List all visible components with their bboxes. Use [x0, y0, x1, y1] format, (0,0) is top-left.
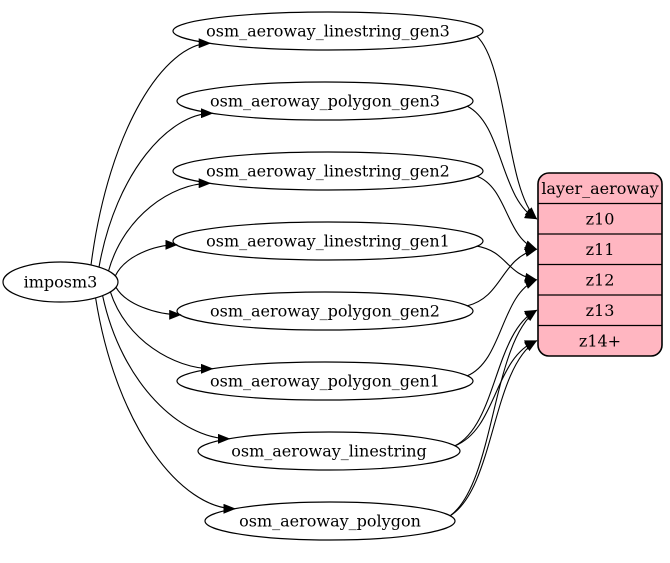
edge-osm_aeroway_linestring_gen3-to-layer-z10: [476, 35, 538, 220]
node-label: osm_aeroway_linestring_gen3: [206, 22, 450, 41]
node-ellipse: [2, 261, 119, 303]
layer-row-z11: z11: [586, 240, 615, 259]
layer-row-z13: z13: [586, 301, 615, 320]
edge-osm_aeroway_polygon_gen3-to-layer-z10: [466, 105, 538, 220]
edge-osm_aeroway_polygon-to-layer-z13: [449, 309, 538, 517]
edges-layer: [90, 35, 538, 517]
node-ellipse: [176, 361, 474, 401]
edge-imposm3-to-osm_aeroway_polygon_gen3: [98, 108, 214, 268]
node-ellipse: [172, 151, 484, 191]
edge-imposm3-to-osm_aeroway_linestring_gen1: [114, 239, 178, 277]
edge-imposm3-to-osm_aeroway_polygon_gen1: [109, 291, 214, 374]
node-ellipse: [176, 81, 474, 121]
table-node-osm_aeroway_polygon_gen1: osm_aeroway_polygon_gen1: [176, 361, 474, 401]
node-label: osm_aeroway_linestring_gen1: [206, 232, 450, 251]
node-ellipse: [197, 431, 461, 471]
edge-osm_aeroway_linestring_gen2-to-layer-z11: [476, 175, 538, 250]
node-label: osm_aeroway_linestring: [231, 442, 427, 461]
table-node-osm_aeroway_polygon: osm_aeroway_polygon: [204, 501, 456, 541]
edge-imposm3-to-osm_aeroway_polygon_gen2: [115, 287, 182, 320]
edge-imposm3-to-osm_aeroway_linestring_gen2: [107, 178, 212, 272]
table-node-osm_aeroway_linestring_gen3: osm_aeroway_linestring_gen3: [172, 11, 484, 51]
nodes-layer: imposm3 osm_aeroway_linestring_gen3 osm_ae…: [2, 11, 663, 541]
edge-osm_aeroway_polygon_gen2-to-layer-z11: [466, 247, 538, 307]
edge-osm_aeroway_polygon-to-layer-z14plus: [449, 340, 538, 517]
layer-table-node: layer_aeroway z10 z11 z12 z13 z14+: [537, 172, 663, 357]
node-ellipse: [172, 11, 484, 51]
edge-osm_aeroway_linestring_gen1-to-layer-z12: [476, 245, 538, 283]
edge-imposm3-to-osm_aeroway_polygon: [95, 297, 236, 514]
table-node-osm_aeroway_polygon_gen3: osm_aeroway_polygon_gen3: [176, 81, 474, 121]
node-ellipse: [204, 501, 456, 541]
layer-row-z12: z12: [586, 270, 615, 289]
layer-table-title: layer_aeroway: [541, 179, 658, 198]
node-label: osm_aeroway_polygon: [239, 512, 421, 531]
layer-row-z10: z10: [586, 209, 615, 228]
table-node-osm_aeroway_linestring_gen1: osm_aeroway_linestring_gen1: [172, 221, 484, 261]
edge-imposm3-to-osm_aeroway_linestring: [102, 295, 231, 444]
table-node-osm_aeroway_linestring_gen2: osm_aeroway_linestring_gen2: [172, 151, 484, 191]
edge-imposm3-to-osm_aeroway_linestring_gen3: [90, 38, 212, 266]
layer-row-z14plus: z14+: [579, 331, 621, 350]
node-label: imposm3: [24, 273, 98, 292]
edge-osm_aeroway_linestring-to-layer-z13: [454, 309, 538, 447]
table-node-osm_aeroway_polygon_gen2: osm_aeroway_polygon_gen2: [176, 291, 474, 331]
node-label: osm_aeroway_polygon_gen2: [210, 302, 440, 321]
table-node-imposm3: imposm3: [2, 261, 119, 303]
edge-osm_aeroway_polygon_gen1-to-layer-z12: [466, 279, 538, 377]
node-label: osm_aeroway_polygon_gen1: [210, 372, 440, 391]
node-label: osm_aeroway_linestring_gen2: [206, 162, 450, 181]
table-node-osm_aeroway_linestring: osm_aeroway_linestring: [197, 431, 461, 471]
node-label: osm_aeroway_polygon_gen3: [210, 92, 440, 111]
edge-osm_aeroway_linestring-to-layer-z14plus: [454, 340, 538, 447]
